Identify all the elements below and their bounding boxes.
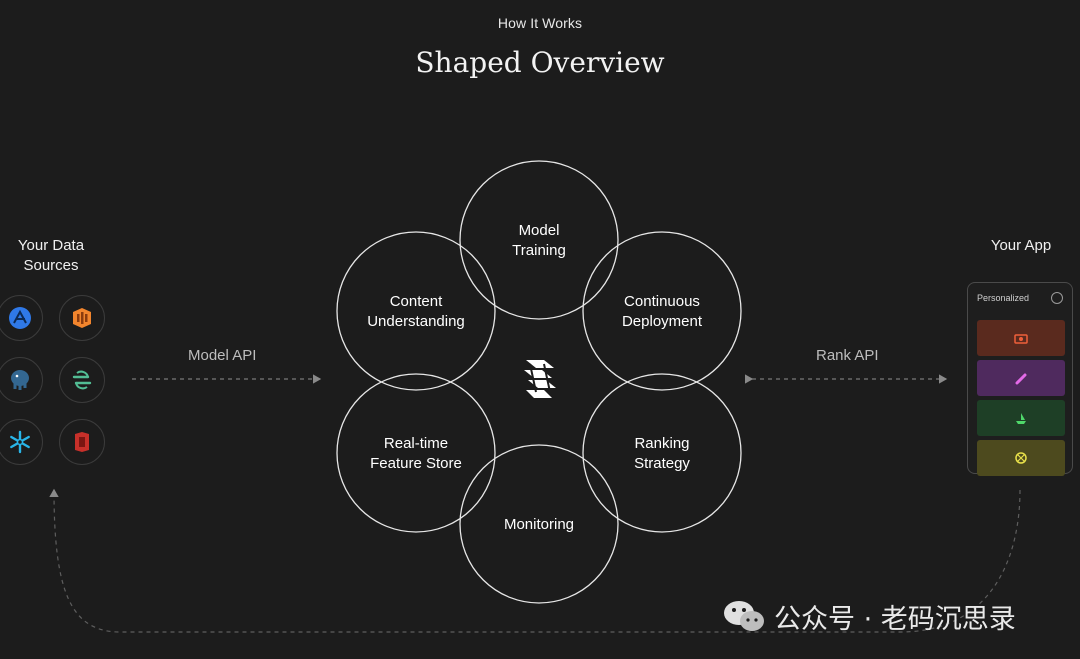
page-title: Shaped Overview	[415, 46, 665, 79]
watermark-text: 公众号 · 老码沉思录	[774, 603, 1016, 635]
model-training-label: Model Training	[459, 221, 619, 261]
data-sources-label-line1: Your Data	[17, 237, 85, 254]
ranking-strategy-line2: Strategy	[634, 455, 690, 472]
monitoring-line1: Monitoring	[503, 516, 575, 533]
data-sources-label-line2: Sources	[23, 257, 79, 274]
circle-ranking-strategy	[582, 373, 742, 533]
circle-feature-store	[336, 373, 496, 533]
amplitude-icon	[0, 295, 43, 341]
feature-store-line2: Feature Store	[370, 455, 462, 472]
camera-icon	[1014, 334, 1028, 344]
circle-monitoring	[459, 444, 619, 604]
recommendation-card[interactable]	[977, 400, 1065, 436]
data-sources-label: Your Data Sources	[0, 236, 102, 276]
ranking-strategy-label: Ranking Strategy	[582, 434, 742, 474]
phone-header-label: Personalized	[977, 293, 1030, 303]
eyebrow-label: How It Works	[497, 15, 583, 31]
rank-api-label: Rank API	[816, 347, 879, 364]
feature-store-line1: Real-time	[383, 435, 449, 452]
snowflake-icon	[0, 419, 43, 465]
wechat-icon	[724, 601, 764, 631]
circle-continuous-deployment	[582, 231, 742, 391]
recommendation-card[interactable]	[977, 360, 1065, 396]
recommendation-card[interactable]	[977, 320, 1065, 356]
feature-store-label: Real-time Feature Store	[336, 434, 496, 474]
capability-circles	[336, 160, 742, 604]
continuous-deployment-line2: Deployment	[621, 313, 703, 330]
model-training-line1: Model	[518, 222, 560, 239]
model-api-label: Model API	[188, 347, 257, 364]
segment-icon	[59, 357, 105, 403]
postgres-icon	[0, 357, 43, 403]
content-understanding-label: Content Understanding	[336, 292, 496, 332]
boat-icon	[1016, 413, 1026, 424]
watermark: 公众号 · 老码沉思录	[722, 596, 1016, 636]
monitoring-label: Monitoring	[459, 515, 619, 535]
ball-icon	[1015, 452, 1027, 464]
circle-model-training	[459, 160, 619, 320]
redshift-icon	[59, 419, 105, 465]
phone-mockup: Personalized	[967, 282, 1073, 476]
content-understanding-line2: Understanding	[367, 313, 465, 330]
continuous-deployment-line1: Continuous	[624, 293, 700, 310]
aws-icon	[59, 295, 105, 341]
circle-content-understanding	[336, 231, 496, 391]
shaped-logo-icon	[524, 360, 556, 398]
continuous-deployment-label: Continuous Deployment	[582, 292, 742, 332]
your-app-label: Your App	[990, 237, 1052, 254]
feedback-loop-connector	[49, 488, 1021, 633]
carrot-icon	[1015, 373, 1027, 385]
recommendation-card[interactable]	[977, 440, 1065, 476]
avatar-icon	[1051, 292, 1063, 304]
content-understanding-line1: Content	[389, 293, 443, 310]
model-training-line2: Training	[512, 242, 566, 259]
ranking-strategy-line1: Ranking	[634, 435, 690, 452]
